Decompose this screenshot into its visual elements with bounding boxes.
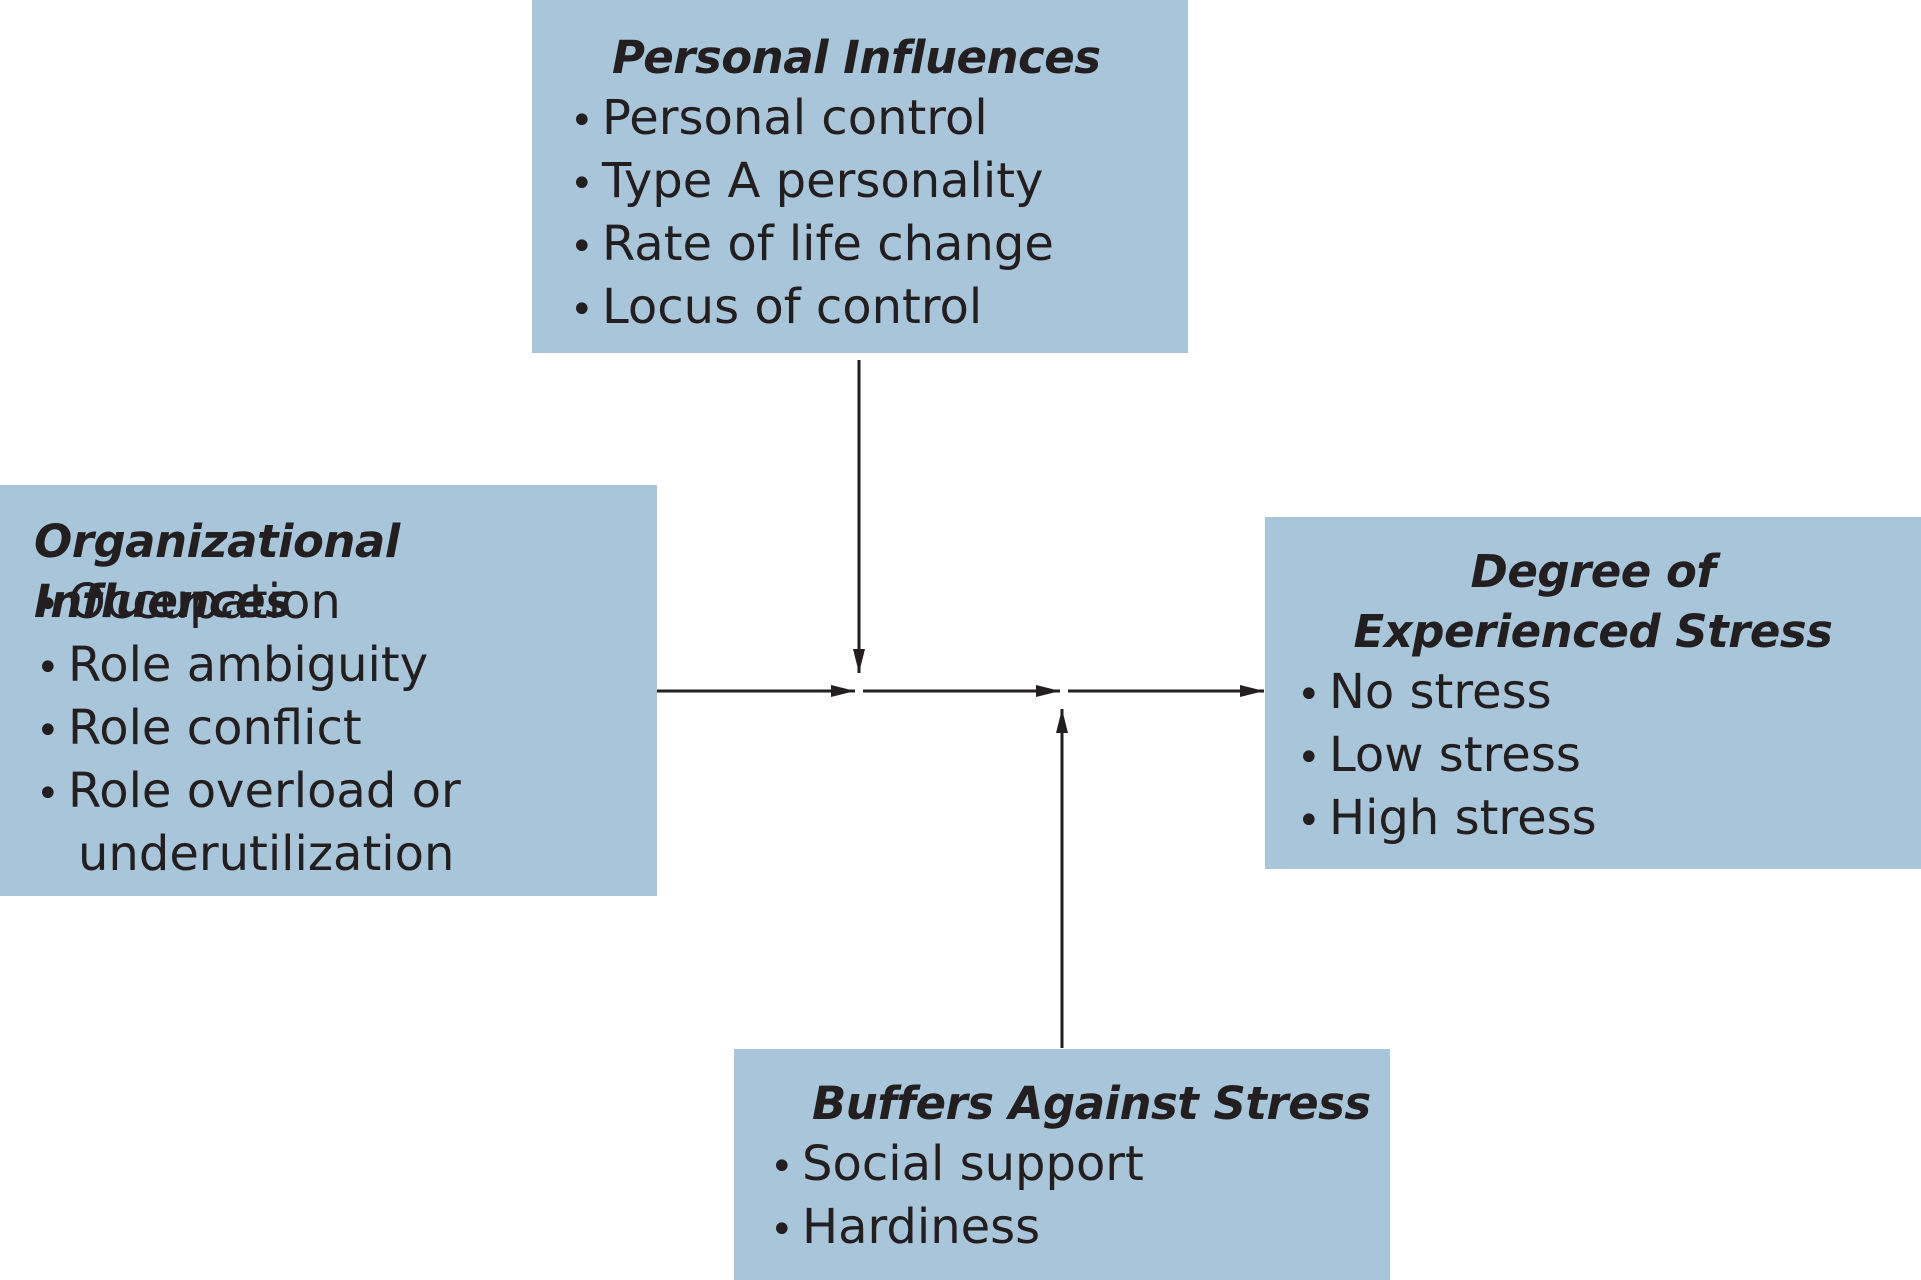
list-item: •Hardiness	[770, 1199, 1041, 1255]
degree-of-stress-title-line1: Degree of	[1470, 545, 1716, 598]
buffers-against-stress-title: Buffers Against Stress	[812, 1077, 1371, 1130]
personal-influences-box: Personal Influences •Personal control •T…	[532, 0, 1188, 353]
list-item: •Type A personality	[570, 153, 1044, 209]
buffers-against-stress-box: Buffers Against Stress •Social support •…	[734, 1049, 1390, 1280]
list-item: •Role ambiguity	[36, 637, 429, 693]
list-item: •Role conflict	[36, 700, 362, 756]
list-item-continuation: underutilization	[78, 826, 455, 882]
list-item: •Rate of life change	[570, 216, 1054, 272]
list-item: •High stress	[1297, 790, 1597, 846]
list-item: •Locus of control	[570, 279, 983, 335]
list-item: •No stress	[1297, 664, 1552, 720]
degree-of-stress-box: Degree of Experienced Stress •No stress …	[1265, 517, 1921, 869]
list-item: •Occupation	[36, 574, 341, 630]
personal-influences-title: Personal Influences	[612, 31, 1101, 84]
organizational-influences-box: Organizational Influences •Occupation •R…	[0, 485, 657, 896]
list-item: •Social support	[770, 1136, 1144, 1192]
list-item: •Role overload or	[36, 763, 461, 819]
degree-of-stress-title-line2: Experienced Stress	[1353, 605, 1833, 658]
list-item: •Low stress	[1297, 727, 1581, 783]
organizational-influences-title: Organizational Influences	[34, 515, 400, 628]
list-item: •Personal control	[570, 90, 988, 146]
